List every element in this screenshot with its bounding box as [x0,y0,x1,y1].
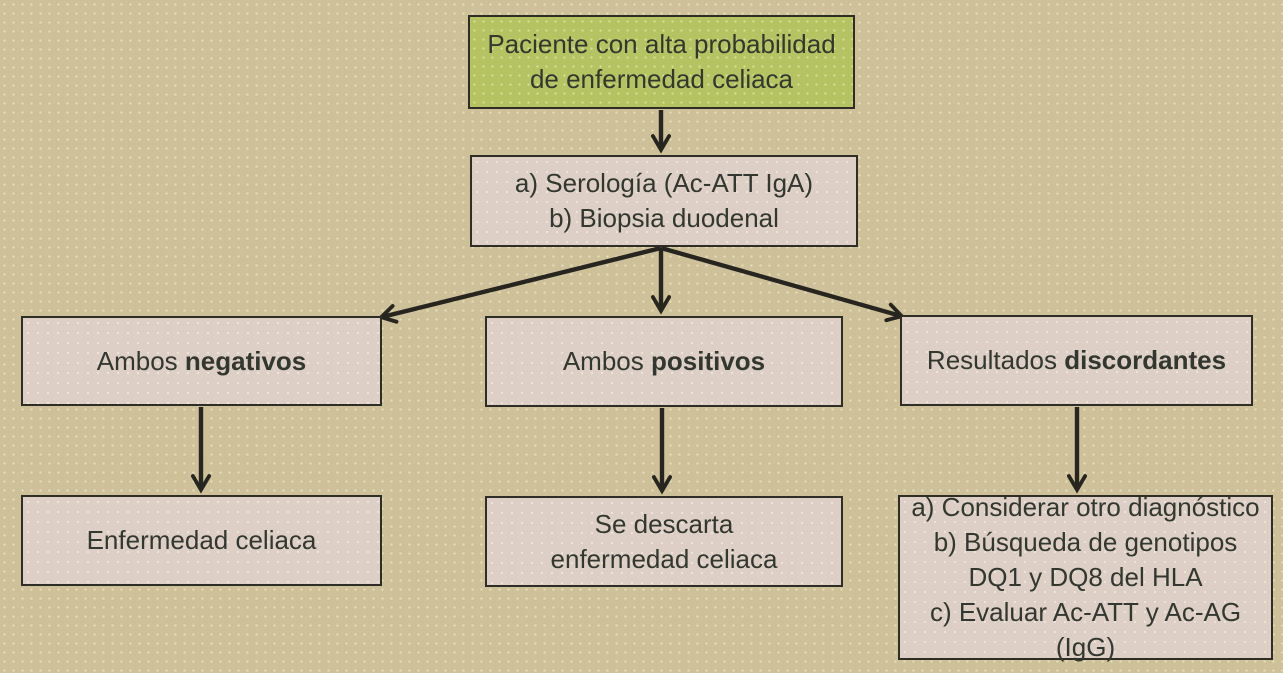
node-branch-discordant: Resultados discordantes [900,315,1253,406]
node-branch-both-positive: Ambos positivos [485,316,843,407]
node-tests-serology-biopsy: a) Serología (Ac-ATT IgA) b) Biopsia duo… [470,155,858,247]
arrow-tests-to-negative [377,245,662,324]
node-branch-both-negative: Ambos negativos [21,316,382,406]
branch-positive-prefix: Ambos [562,346,651,376]
branch-positive-bold: positivos [651,346,766,376]
node-outcome-discordant-steps: a) Considerar otro diagnóstico b) Búsque… [898,492,1273,662]
node-start-label: Paciente con alta probabilidad de enferm… [487,29,836,94]
node-tests-label: a) Serología (Ac-ATT IgA) b) Biopsia duo… [514,168,814,233]
node-outcome-celiac-ruled-out: Se descarta enfermedad celiaca [485,496,843,587]
node-outcome-discordant-steps-label: a) Considerar otro diagnóstico b) Búsque… [911,492,1260,662]
node-branch-both-positive-label: Ambos positivos [563,344,765,379]
node-outcome-celiac-disease-label: Enfermedad celiaca [86,525,317,555]
branch-discordant-bold: discordantes [1064,345,1227,375]
node-branch-both-negative-label: Ambos negativos [97,344,307,379]
node-outcome-celiac-ruled-out-label: Se descarta enfermedad celiaca [550,508,778,574]
node-outcome-celiac-disease: Enfermedad celiaca [21,495,382,586]
branch-discordant-prefix: Resultados [926,345,1065,375]
arrow-tests-to-discordant [660,245,906,323]
branch-negative-prefix: Ambos [96,345,185,376]
branch-negative-bold: negativos [184,345,307,376]
node-branch-discordant-label: Resultados discordantes [927,343,1226,378]
node-start-patient: Paciente con alta probabilidad de enferm… [468,15,855,109]
